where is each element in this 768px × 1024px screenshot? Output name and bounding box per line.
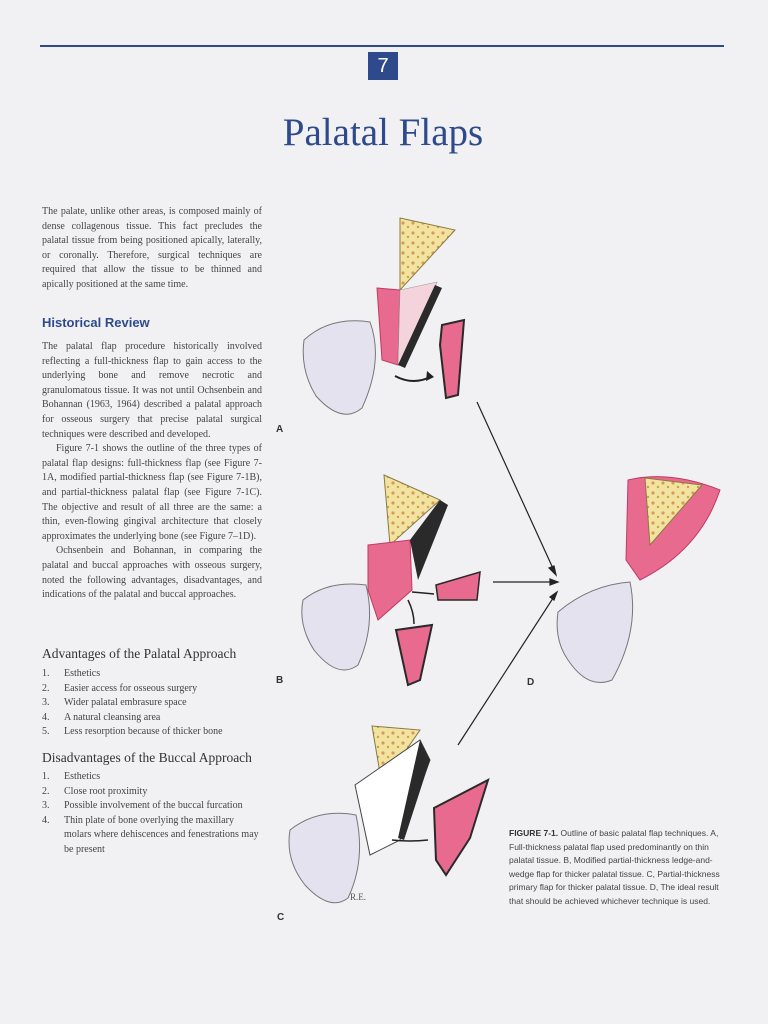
advantages-list: 1. Esthetics 2. Easier access for osseous … — [42, 667, 262, 740]
list-item: 3. Wider palatal embrasure space — [42, 696, 262, 711]
list-text: Easier access for osseous surgery — [64, 682, 198, 694]
caption-text: Outline of basic palatal flap techniques… — [509, 828, 720, 906]
list-text: Esthetics — [64, 771, 101, 782]
panel-a-drawing — [302, 217, 466, 415]
list-text: Wider palatal embrasure space — [64, 697, 187, 709]
intro-paragraph: The palate, unlike other areas, is compo… — [42, 205, 262, 293]
list-number: 1. — [42, 771, 50, 782]
historical-paragraph-2: Figure 7-1 shows the outline of the thre… — [42, 443, 262, 542]
list-text: Esthetics — [64, 668, 101, 679]
figure-label-a: A — [276, 424, 284, 435]
list-item: 4. Thin plate of bone overlying the maxil… — [42, 814, 262, 858]
disadvantages-heading: Disadvantages of the Buccal Approach — [42, 750, 252, 765]
list-item: 4. A natural cleansing area — [42, 711, 262, 726]
list-text: Possible involvement of the buccal furca… — [64, 800, 243, 812]
header-rule — [40, 45, 724, 47]
artist-signature: R.E. — [350, 892, 366, 902]
figure-label-c: C — [277, 912, 285, 923]
list-number: 4. — [42, 711, 50, 723]
intro-text: The palate, unlike other areas, is compo… — [42, 206, 262, 290]
figure-caption: FIGURE 7-1. Outline of basic palatal fla… — [509, 827, 727, 909]
figure-7-1-illustration: R.E. — [288, 217, 721, 904]
list-number: 1. — [42, 668, 50, 679]
list-text: Close root proximity — [64, 785, 148, 797]
list-number: 2. — [42, 785, 50, 797]
convergence-arrows — [457, 401, 560, 746]
section-heading-historical-review: Historical Review — [42, 315, 150, 330]
panel-b-drawing — [301, 474, 481, 687]
historical-paragraph-1: The palatal flap procedure historically … — [42, 341, 262, 440]
list-number: 3. — [42, 800, 50, 812]
chapter-title: Palatal Flaps — [282, 111, 484, 154]
list-item: 2. Close root proximity — [42, 785, 262, 800]
list-item: 3. Possible involvement of the buccal fur… — [42, 799, 262, 814]
list-number: 5. — [42, 726, 50, 738]
advantages-heading: Advantages of the Palatal Approach — [42, 646, 237, 661]
figure-label-d: D — [527, 677, 535, 688]
panel-c-drawing: R.E. — [288, 725, 490, 904]
chapter-number-badge: 7 — [368, 52, 398, 80]
list-text: Less resorption because of thicker bone — [64, 726, 223, 738]
list-text: A natural cleansing area — [64, 711, 161, 723]
list-number: 4. — [42, 814, 50, 826]
list-number: 2. — [42, 682, 50, 694]
list-text: Thin plate of bone overlying the maxilla… — [64, 814, 259, 855]
caption-label: FIGURE 7-1. — [509, 828, 559, 838]
panel-d-drawing — [556, 476, 721, 683]
historical-paragraph-3: Ochsenbein and Bohannan, in comparing th… — [42, 545, 262, 601]
figure-label-b: B — [276, 675, 284, 686]
list-item: 1. Esthetics — [42, 667, 262, 682]
disadvantages-list: 1. Esthetics 2. Close root proximity 3. Pos… — [42, 770, 262, 858]
list-number: 3. — [42, 697, 50, 709]
list-item: 5. Less resorption because of thicker bon… — [42, 725, 262, 740]
historical-review-body: The palatal flap procedure historically … — [42, 340, 262, 603]
list-item: 2. Easier access for osseous surgery — [42, 682, 262, 697]
list-item: 1. Esthetics — [42, 770, 262, 785]
